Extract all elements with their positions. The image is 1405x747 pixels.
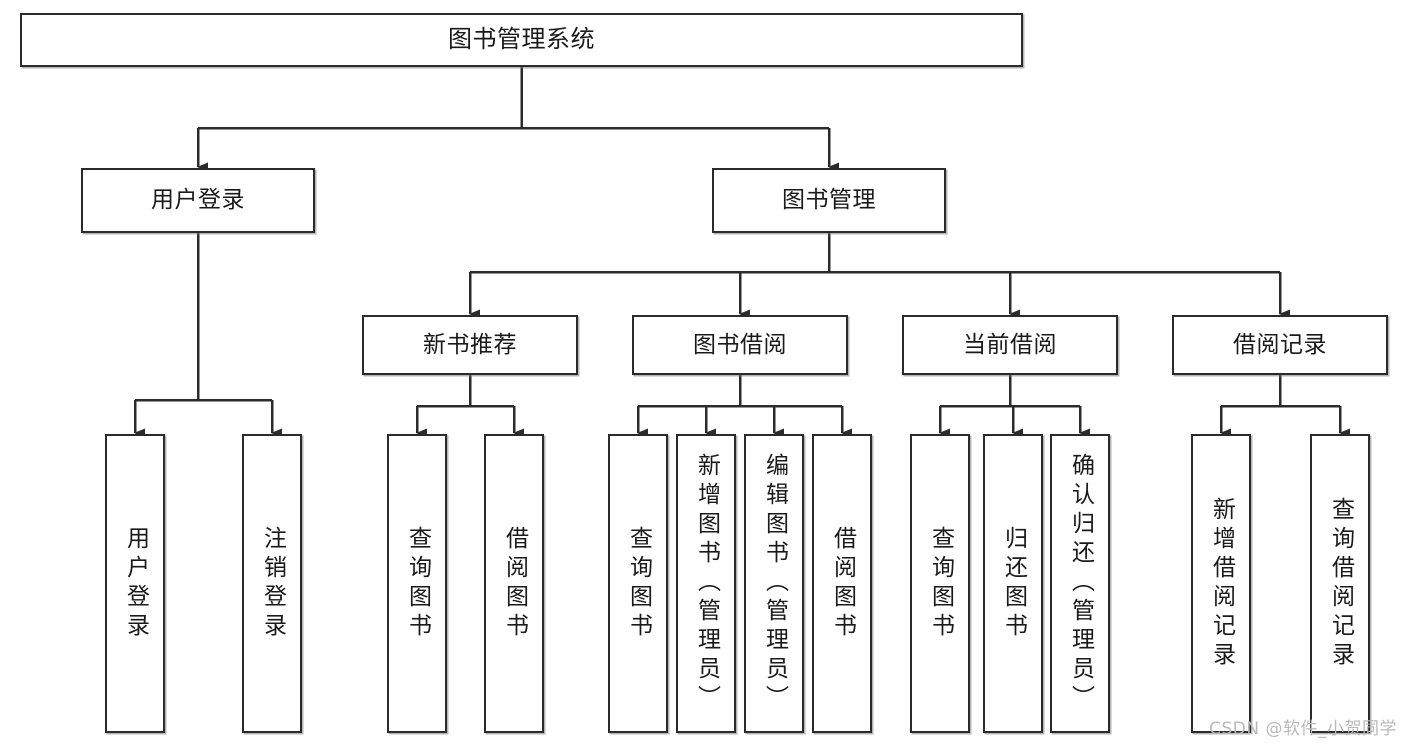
node-leaf-query-book-rec[interactable]: 查询图书 xyxy=(387,434,447,733)
node-leaf-edit-book[interactable]: 编辑图书（管理员） xyxy=(744,434,804,733)
node-leaf-add-book[interactable]: 新增图书（管理员） xyxy=(676,434,736,733)
node-current-borrow[interactable]: 当前借阅 xyxy=(902,315,1118,375)
node-root-book-management-system[interactable]: 图书管理系统 xyxy=(20,13,1023,67)
node-label: 新增图书（管理员） xyxy=(693,453,720,714)
node-leaf-user-login[interactable]: 用户登录 xyxy=(105,434,165,733)
node-label: 当前借阅 xyxy=(963,331,1057,358)
node-leaf-user-logout[interactable]: 注销登录 xyxy=(242,434,302,733)
node-label: 归还图书 xyxy=(1000,525,1027,642)
node-leaf-borrow-book-rec[interactable]: 借阅图书 xyxy=(484,434,544,733)
node-label: 新书推荐 xyxy=(423,331,517,358)
node-label: 借阅记录 xyxy=(1233,331,1327,358)
node-label: 新增借阅记录 xyxy=(1208,496,1235,671)
node-leaf-add-record[interactable]: 新增借阅记录 xyxy=(1191,434,1251,733)
node-borrow-record[interactable]: 借阅记录 xyxy=(1172,315,1388,375)
node-label: 编辑图书（管理员） xyxy=(761,453,788,714)
node-label: 查询图书 xyxy=(625,525,652,642)
node-leaf-query-record[interactable]: 查询借阅记录 xyxy=(1310,434,1370,733)
node-label: 借阅图书 xyxy=(501,525,528,642)
node-label: 图书管理 xyxy=(782,187,876,214)
node-label: 确认归还（管理员） xyxy=(1067,453,1094,714)
node-label: 借阅图书 xyxy=(829,525,856,642)
node-label: 查询借阅记录 xyxy=(1327,496,1354,671)
connector-edges xyxy=(133,67,1350,438)
watermark-text: CSDN @软件_小贺同学 xyxy=(1209,719,1397,739)
node-label: 图书借阅 xyxy=(693,331,787,358)
node-label: 查询图书 xyxy=(404,525,431,642)
node-book-borrow[interactable]: 图书借阅 xyxy=(632,315,848,375)
node-label: 注销登录 xyxy=(259,525,286,642)
node-leaf-query-book[interactable]: 查询图书 xyxy=(608,434,668,733)
node-user-login[interactable]: 用户登录 xyxy=(81,168,315,233)
node-leaf-borrow-book[interactable]: 借阅图书 xyxy=(812,434,872,733)
node-leaf-confirm-return[interactable]: 确认归还（管理员） xyxy=(1050,434,1110,733)
node-leaf-return-book[interactable]: 归还图书 xyxy=(983,434,1043,733)
node-label: 用户登录 xyxy=(151,187,245,214)
node-label: 图书管理系统 xyxy=(448,25,595,54)
node-leaf-query-book-cur[interactable]: 查询图书 xyxy=(910,434,970,733)
node-book-manage[interactable]: 图书管理 xyxy=(712,168,946,233)
node-label: 用户登录 xyxy=(122,525,149,642)
node-new-book-recommend[interactable]: 新书推荐 xyxy=(362,315,578,375)
node-label: 查询图书 xyxy=(927,525,954,642)
